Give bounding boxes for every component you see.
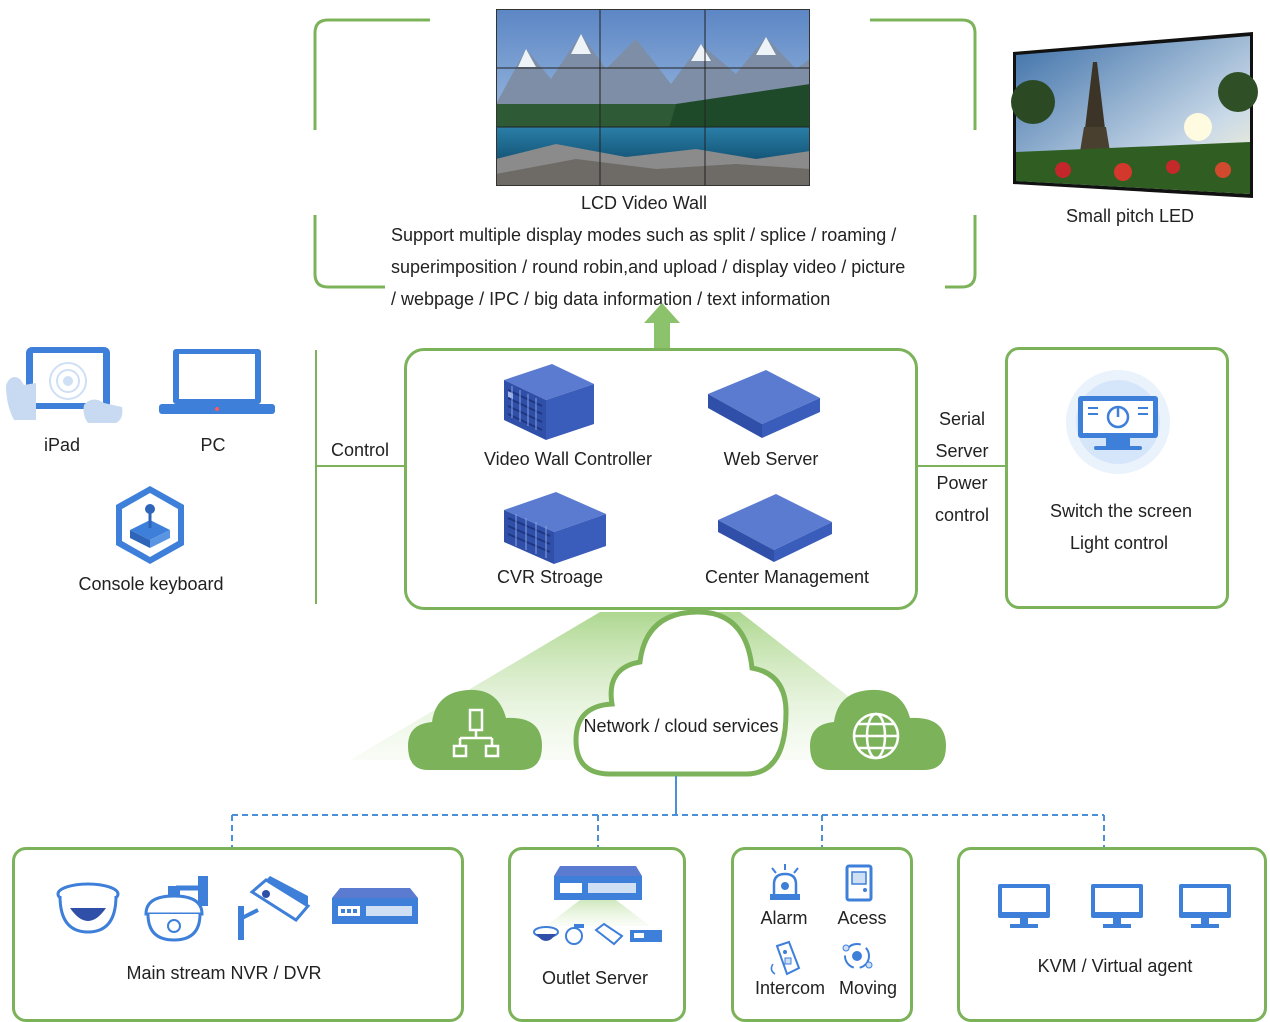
serial-label-line-1: Serial xyxy=(938,409,986,429)
small-pitch-led-title: Small pitch LED xyxy=(1065,206,1195,226)
serial-label-line-3: Power xyxy=(936,473,988,493)
pc-label: PC xyxy=(200,435,226,455)
cloud-label: Network / cloud services xyxy=(583,716,779,736)
outlet-server-label: Outlet Server xyxy=(541,968,649,988)
cloud-icon xyxy=(573,609,789,777)
console-keyboard-label: Console keyboard xyxy=(78,574,224,594)
switch-light-control-box xyxy=(1005,347,1229,609)
kvm-box xyxy=(957,847,1267,1022)
control-label: Control xyxy=(331,440,390,460)
outlet-server-icon xyxy=(533,866,662,946)
center-servers-box xyxy=(404,348,918,610)
intercom-icon xyxy=(770,940,801,976)
cvr-storage-icon xyxy=(504,492,606,564)
alarm-icon xyxy=(770,864,800,900)
switch-screen-icon xyxy=(1066,370,1170,474)
ipad-icon xyxy=(6,347,123,423)
network-device-cloud xyxy=(408,689,542,770)
monitor-icon xyxy=(1179,884,1231,928)
control-connector xyxy=(315,350,406,604)
small-pitch-led-image xyxy=(1011,32,1258,198)
network-device-icon xyxy=(452,708,500,758)
lcd-description: Support multiple display modes such as s… xyxy=(391,219,971,315)
up-arrow-icon xyxy=(644,303,680,351)
nvr-dvr-label: Main stream NVR / DVR xyxy=(126,963,322,983)
video-wall-controller-label: Video Wall Controller xyxy=(483,449,653,469)
pc-icon xyxy=(159,349,275,414)
lcd-desc-line-3: / webpage / IPC / big data information /… xyxy=(391,289,831,309)
web-server-label: Web Server xyxy=(723,449,819,469)
globe-cloud xyxy=(810,689,946,770)
switch-screen-label: Switch the screen xyxy=(1049,501,1193,521)
access-icon xyxy=(845,864,873,902)
light-control-label: Light control xyxy=(1069,533,1169,553)
kvm-label: KVM / Virtual agent xyxy=(1037,956,1193,976)
dome-camera-icon xyxy=(56,882,120,934)
moving-label: Moving xyxy=(838,978,898,998)
lcd-video-wall-image xyxy=(496,9,810,186)
serial-label-line-2: Server xyxy=(935,441,989,461)
monitor-icon xyxy=(998,884,1050,928)
acess-label: Acess xyxy=(837,908,887,928)
intercom-label: Intercom xyxy=(754,978,826,998)
globe-icon xyxy=(852,712,900,760)
monitor-icon xyxy=(1091,884,1143,928)
nvr-icon xyxy=(332,888,418,924)
serial-server-power-control: Serial Server Power control xyxy=(924,408,1000,536)
lcd-desc-line-1: Support multiple display modes such as s… xyxy=(391,225,897,245)
ipad-label: iPad xyxy=(43,435,81,455)
serial-connector-line xyxy=(918,465,1008,467)
cvr-storage-label: CVR Stroage xyxy=(496,567,604,587)
bullet-camera-icon xyxy=(238,876,311,940)
video-wall-controller-icon xyxy=(504,364,594,440)
console-keyboard-icon xyxy=(116,486,184,564)
moving-icon xyxy=(842,943,873,969)
center-management-icon xyxy=(718,494,832,562)
alarm-label: Alarm xyxy=(760,908,808,928)
web-server-icon xyxy=(708,370,820,438)
lcd-section-frame xyxy=(313,18,977,289)
ptz-camera-icon xyxy=(144,876,208,942)
serial-label-line-4: control xyxy=(934,505,990,525)
lcd-desc-line-2: superimposition / round robin,and upload… xyxy=(391,257,906,277)
bottom-connectors xyxy=(231,776,1105,848)
lcd-video-wall-title: LCD Video Wall xyxy=(580,193,708,213)
center-management-label: Center Management xyxy=(704,567,870,587)
